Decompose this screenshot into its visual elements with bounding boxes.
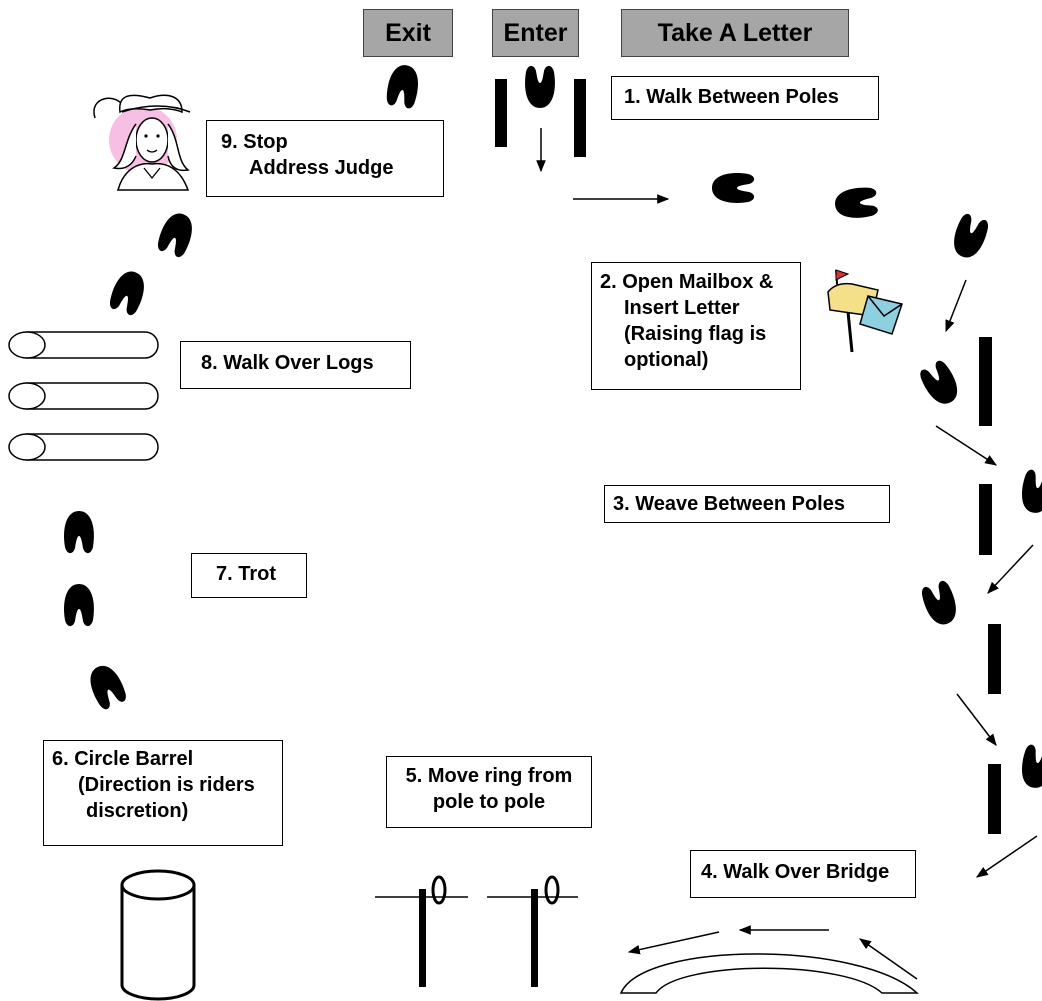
bridge-icon [619, 953, 919, 994]
hoofprint-icon [1018, 743, 1042, 791]
step-3-label: 3. Weave Between Poles [604, 485, 890, 523]
step-6-line-1: 6. Circle Barrel [52, 748, 194, 770]
step-7-label: 7. Trot [191, 553, 307, 598]
step-9-label: 9. Stop Address Judge [206, 120, 444, 197]
ring-pole-icon [375, 875, 468, 987]
step-7-line-1: 7. Trot [216, 563, 277, 585]
step-3-line-1: 3. Weave Between Poles [613, 493, 845, 515]
step-2-line-1: 2. Open Mailbox & [600, 271, 774, 293]
hoofprint-icon [384, 62, 422, 110]
ring-pole-icon [487, 875, 578, 987]
cowgirl-icon [93, 94, 191, 191]
step-1-label: 1. Walk Between Poles [611, 76, 879, 120]
hoofprint-icon [948, 211, 991, 262]
take-letter-button[interactable]: Take A Letter [621, 9, 849, 57]
arrow-icon [945, 279, 967, 333]
step-6-line-3: discretion) [86, 800, 189, 822]
step-4-line-1: 4. Walk Over Bridge [701, 861, 890, 883]
barrel-icon [120, 869, 196, 1001]
step-4-label: 4. Walk Over Bridge [690, 850, 916, 898]
hoofprint-icon [916, 358, 964, 410]
pole-icon [988, 764, 1001, 834]
step-2-line-3: (Raising flag is [624, 323, 767, 345]
mailbox-icon [827, 269, 903, 353]
pole-icon [979, 484, 992, 555]
step-8-label: 8. Walk Over Logs [180, 341, 411, 389]
step-5-line-2: pole to pole [432, 791, 546, 813]
step-5-label: 5. Move ring from pole to pole [386, 756, 592, 828]
hoofprint-icon [833, 186, 879, 220]
step-9-line-2: Address Judge [249, 157, 394, 179]
hoofprint-icon [712, 173, 755, 203]
step-2-label: 2. Open Mailbox & Insert Letter (Raising… [591, 262, 801, 390]
arrow-icon [627, 931, 720, 955]
log-icon [8, 433, 159, 461]
enter-button[interactable]: Enter [492, 9, 579, 57]
pole-icon [979, 337, 992, 426]
log-icon [8, 331, 159, 359]
step-5-line-1: 5. Move ring from [405, 765, 573, 787]
pole-icon [988, 624, 1001, 694]
step-1-line-1: 1. Walk Between Poles [624, 86, 839, 108]
step-8-line-1: 8. Walk Over Logs [201, 352, 374, 374]
arrow-icon [956, 693, 997, 746]
pole-icon [495, 79, 507, 147]
hoofprint-icon [64, 584, 94, 627]
exit-button[interactable]: Exit [363, 9, 453, 57]
arrow-icon [935, 425, 998, 466]
step-6-label: 6. Circle Barrel (Direction is riders di… [43, 740, 283, 846]
pole-icon [574, 79, 586, 157]
hoofprint-icon [1018, 468, 1042, 516]
hoofprint-icon [84, 660, 130, 712]
hoofprint-icon [64, 511, 94, 554]
log-icon [8, 382, 159, 410]
hoofprint-icon [919, 578, 962, 629]
step-2-line-4: optional) [624, 349, 709, 371]
arrow-icon [976, 835, 1038, 878]
step-9-line-1: 9. Stop [221, 131, 288, 153]
arrow-icon [987, 544, 1034, 594]
hoofprint-icon [525, 65, 555, 108]
hoofprint-icon [155, 209, 198, 260]
step-6-line-2: (Direction is riders [78, 774, 255, 796]
hoofprint-icon [107, 267, 150, 318]
arrow-icon [859, 938, 918, 980]
step-2-line-2: Insert Letter [624, 297, 740, 319]
